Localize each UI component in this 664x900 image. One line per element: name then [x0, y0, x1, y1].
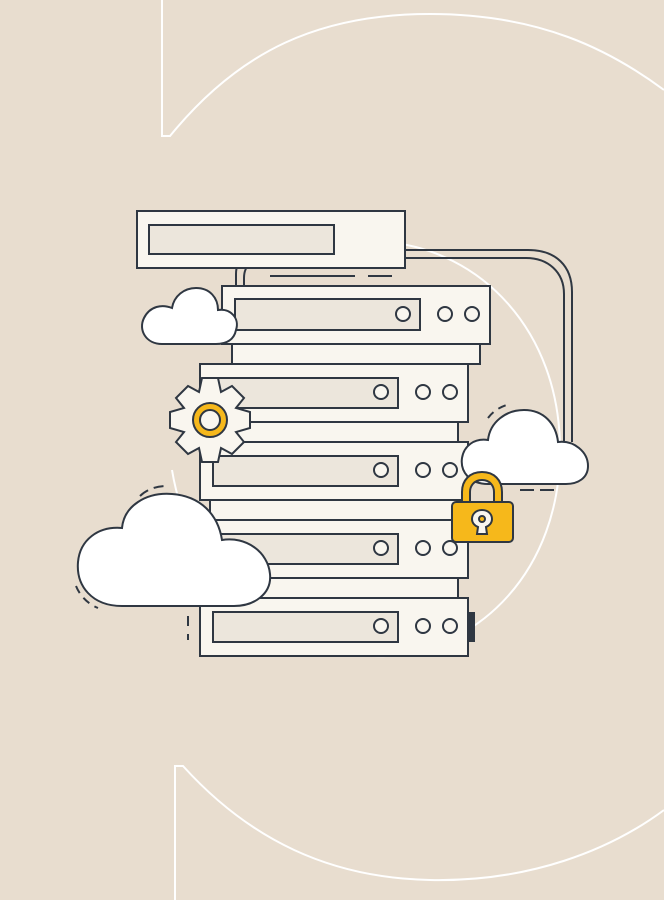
cloud-icon	[460, 408, 590, 485]
gear-icon	[169, 377, 251, 463]
server-unit	[199, 597, 475, 657]
padlock-icon	[451, 470, 514, 543]
cloud-icon	[76, 492, 272, 607]
cloud-dashes	[487, 403, 560, 491]
server-unit	[199, 441, 469, 521]
server-unit	[221, 285, 491, 365]
cloud-icon	[141, 286, 238, 345]
top-arc-line	[161, 0, 664, 137]
cloud-dashes	[75, 485, 189, 640]
bottom-arc-line	[174, 765, 664, 900]
server-top-panel	[136, 210, 406, 277]
